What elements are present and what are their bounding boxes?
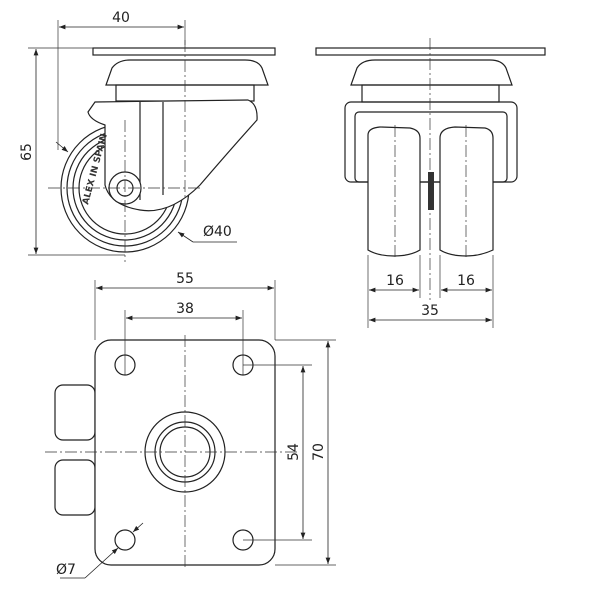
dim-wheel-diameter: Ø40 xyxy=(203,224,232,240)
dim-wheel-left: 16 xyxy=(386,273,404,289)
dim-hole-spacing-y: 54 xyxy=(286,443,302,461)
dim-side-height: 65 xyxy=(19,143,35,161)
dim-wheel-right: 16 xyxy=(457,273,475,289)
dim-front-total: 35 xyxy=(421,303,439,319)
dim-hole-spacing-x: 38 xyxy=(176,301,194,317)
side-view: ALEX IN SPAIN 40 65 Ø40 xyxy=(19,10,276,262)
bottom-view: 55 38 54 70 Ø7 xyxy=(45,271,336,579)
dim-plate-width: 55 xyxy=(176,271,194,287)
dim-plate-height: 70 xyxy=(311,443,327,461)
dim-side-width: 40 xyxy=(112,10,130,26)
dim-hole-diameter: Ø7 xyxy=(56,562,76,578)
front-view: 16 16 35 xyxy=(315,38,546,328)
